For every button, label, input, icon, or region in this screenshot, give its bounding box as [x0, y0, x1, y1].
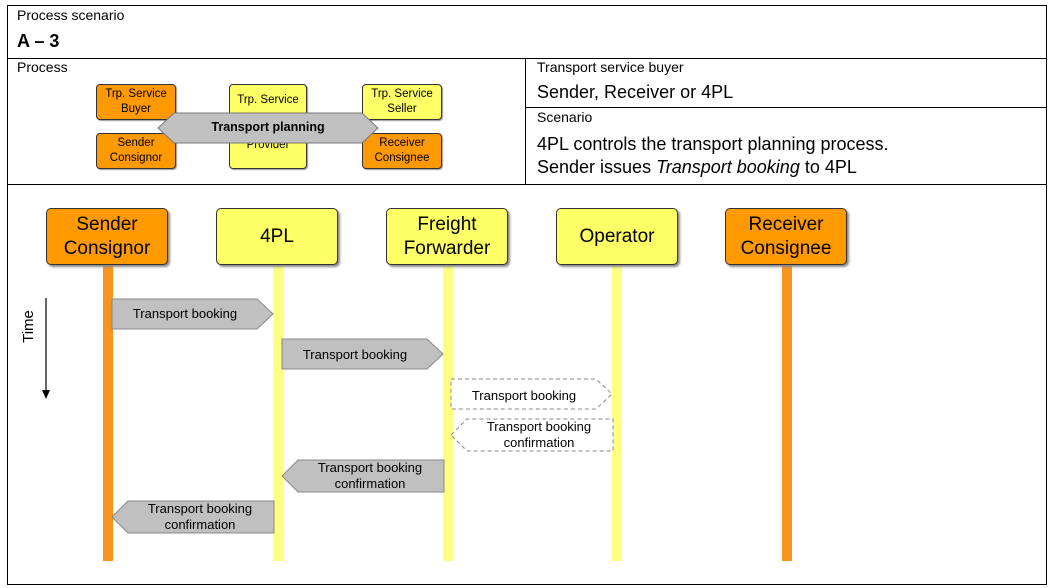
scenario-label: Process scenario	[17, 7, 125, 23]
message-label-line2: confirmation	[164, 517, 236, 532]
sender-line2: Consignor	[109, 152, 163, 164]
buyer-line2: Buyer	[120, 103, 152, 115]
message-label-line1: Transport booking	[486, 419, 592, 434]
lifeline-freight-forwarder	[443, 265, 453, 561]
lane-4pl: 4PL	[216, 208, 338, 265]
scenario-line2-post: to 4PL	[799, 157, 857, 177]
lifeline-sender	[103, 265, 113, 561]
message-label: Transport booking	[471, 388, 577, 403]
message-arrow	[450, 418, 614, 452]
lane-label-line1: Sender	[76, 213, 138, 235]
scenario-line2-italic: Transport booking	[656, 157, 800, 177]
message-label-line1: Transport booking	[317, 460, 423, 475]
message-arrow	[281, 338, 444, 370]
message-arrow	[111, 298, 274, 330]
buyer-line1: Trp. Service	[105, 88, 167, 100]
lane-label-line2: Forwarder	[403, 237, 491, 259]
divider	[525, 107, 1047, 108]
lane-operator: Operator	[556, 208, 678, 265]
message-label: Transport booking	[302, 347, 408, 362]
scenario-section-label: Scenario	[537, 109, 593, 125]
buyer-value: Sender, Receiver or 4PL	[537, 82, 734, 102]
receiver-line1: Receiver	[379, 137, 425, 149]
message-label-line1: Transport booking	[147, 501, 253, 516]
message-label: Transport booking	[132, 306, 238, 321]
time-arrow	[42, 298, 50, 399]
process-label: Process	[17, 59, 68, 75]
seller-line2: Seller	[387, 103, 417, 115]
receiver-line2: Consignee	[374, 152, 430, 164]
sender-line1: Sender	[117, 137, 155, 149]
scenario-description-line2: Sender issues Transport booking to 4PL	[537, 157, 857, 178]
buyer-label: Transport service buyer	[537, 59, 684, 75]
transport-planning-label: Transport planning	[211, 120, 325, 134]
message-arrow	[450, 378, 613, 410]
scenario-line2-pre: Sender issues	[537, 157, 657, 177]
transport-planning-arrow	[157, 112, 379, 144]
lane-label-line2: Consignee	[740, 237, 832, 259]
scenario-table	[7, 5, 1047, 585]
lifeline-4pl	[273, 265, 283, 561]
lifeline-receiver	[782, 265, 792, 561]
seller-line1: Trp. Service	[371, 88, 433, 100]
lane-label-line1: Receiver	[748, 213, 824, 235]
message-label-line2: confirmation	[334, 476, 406, 491]
divider	[525, 58, 526, 184]
lifeline-operator	[612, 265, 622, 561]
lane-label-line1: 4PL	[260, 225, 294, 247]
message-arrow	[281, 459, 445, 493]
message-label-line2: confirmation	[503, 435, 575, 450]
provider-line1: Trp. Service	[237, 94, 299, 106]
time-label: Time	[19, 310, 37, 343]
divider	[7, 184, 1047, 185]
scenario-id: A – 3	[17, 31, 60, 51]
divider	[7, 58, 1047, 59]
lane-label-line1: Operator	[579, 225, 655, 247]
lane-label-line2: Consignor	[63, 237, 151, 259]
scenario-description-line1: 4PL controls the transport planning proc…	[537, 134, 889, 154]
message-arrow	[111, 500, 275, 534]
lane-label-line1: Freight	[417, 213, 477, 235]
